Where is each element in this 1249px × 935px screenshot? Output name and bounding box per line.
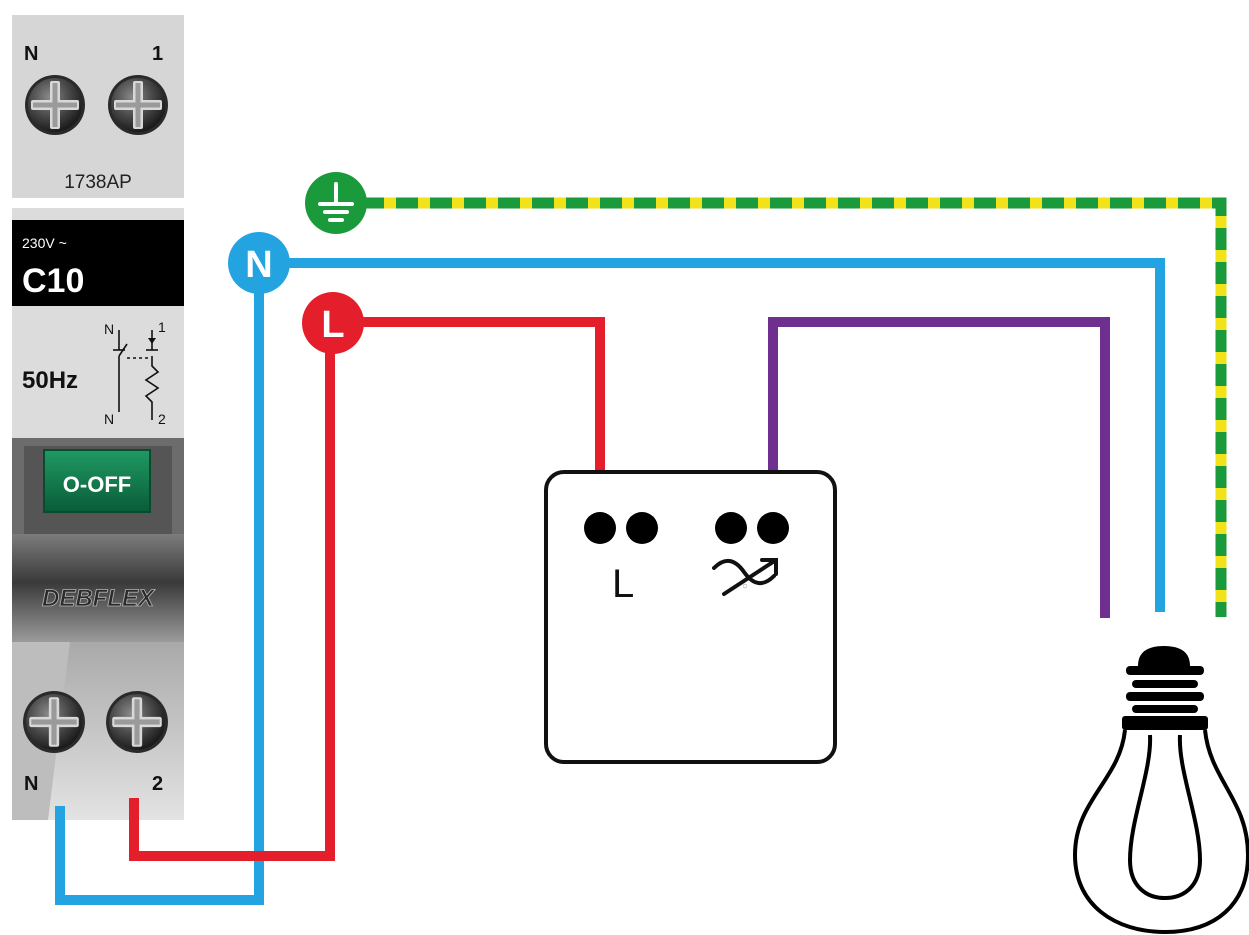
breaker-bottom-terminal-2-label: 2	[152, 773, 163, 795]
breaker-toggle-switch[interactable]: O-OFF	[43, 449, 151, 513]
breaker-bottom-terminal-n-label: N	[24, 773, 38, 795]
screw-icon[interactable]	[25, 75, 85, 135]
breaker-top-terminal-n-label: N	[24, 43, 38, 65]
earth-badge	[305, 172, 367, 234]
breaker-top-terminal-1-label: 1	[152, 43, 163, 65]
breaker-brand: DEBFLEX	[42, 585, 156, 612]
circuit-breaker: N 1 1738AP 230V ~ C10 50Hz N 1 N 2	[12, 15, 184, 820]
neutral-badge-label: N	[245, 244, 272, 286]
light-bulb-icon	[1072, 646, 1249, 935]
screw-icon[interactable]	[108, 75, 168, 135]
dimmer-switch-box	[544, 470, 837, 764]
terminal-l-2[interactable]	[626, 512, 658, 544]
breaker-rating-panel	[12, 220, 184, 306]
earth-wire	[362, 197, 1227, 617]
breaker-switch-label: O-OFF	[63, 472, 131, 497]
breaker-voltage: 230V ~	[22, 235, 67, 251]
bulb-filament	[1127, 734, 1203, 901]
schematic-terminal-1: 1	[158, 319, 166, 335]
schematic-n-top: N	[104, 321, 114, 337]
screw-icon[interactable]	[106, 691, 168, 753]
dimmer-icon	[712, 558, 778, 596]
neutral-badge: N	[228, 232, 290, 294]
breaker-model: 1738AP	[64, 172, 132, 193]
breaker-rating: C10	[22, 262, 84, 300]
live-badge: L	[302, 292, 364, 354]
schematic-terminal-2: 2	[158, 411, 166, 427]
neutral-wire	[55, 258, 1165, 905]
switched-live-wire	[768, 317, 1110, 618]
live-badge-label: L	[321, 304, 344, 346]
dimmer-switch: L	[544, 470, 837, 764]
terminal-l-label: L	[612, 562, 634, 606]
terminal-l-1[interactable]	[584, 512, 616, 544]
terminal-load-2[interactable]	[757, 512, 789, 544]
schematic-n-bottom: N	[104, 411, 114, 427]
terminal-load-1[interactable]	[715, 512, 747, 544]
live-wire	[129, 317, 605, 861]
earth-icon	[318, 182, 354, 222]
breaker-lever	[12, 534, 184, 642]
bulb-glass	[1072, 729, 1249, 935]
screw-icon[interactable]	[23, 691, 85, 753]
breaker-schematic	[113, 330, 160, 420]
breaker-frequency: 50Hz	[22, 367, 78, 394]
bulb-cap	[1138, 646, 1190, 666]
